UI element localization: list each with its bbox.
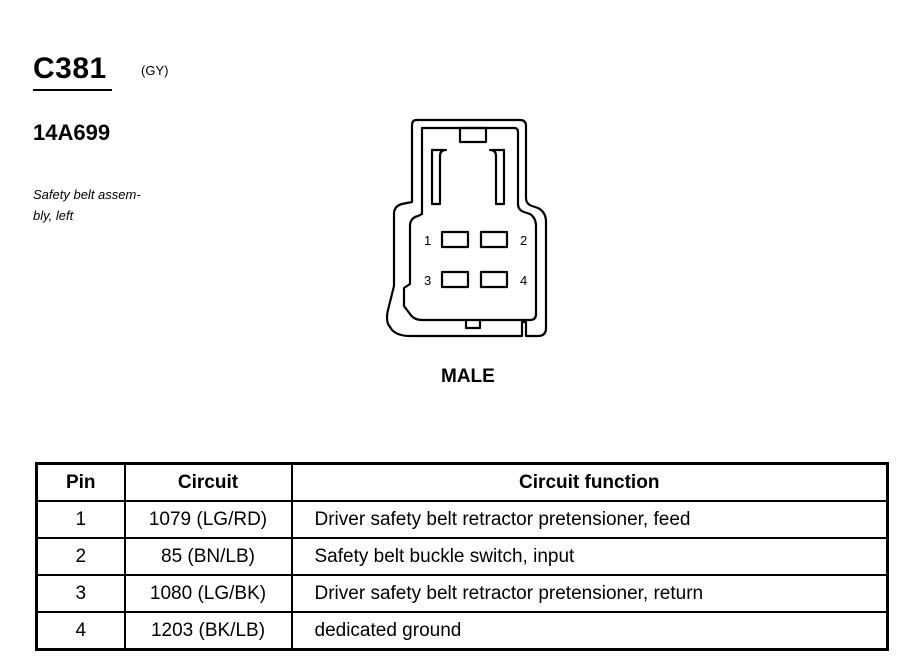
header-pin: Pin [35, 462, 126, 502]
connector-id: C381 [33, 52, 107, 85]
connector-latch-slot-right [488, 148, 506, 206]
pin-label-3: 3 [424, 273, 431, 288]
cell-pin: 2 [35, 537, 126, 576]
pinout-table: Pin Circuit Circuit function 1 1079 (LG/… [35, 462, 889, 651]
table-row: 3 1080 (LG/BK) Driver safety belt retrac… [35, 574, 889, 613]
connector-latch-slot-left [430, 148, 448, 206]
connector-description: Safety belt assem- bly, left [33, 184, 183, 226]
table-row: 2 85 (BN/LB) Safety belt buckle switch, … [35, 537, 889, 576]
connector-id-underline [33, 89, 112, 91]
cell-function: dedicated ground [290, 611, 889, 651]
connector-color: (GY) [141, 63, 169, 78]
pin-label-1: 1 [424, 233, 431, 248]
connector-gender: MALE [441, 366, 495, 387]
cell-circuit: 1203 (BK/LB) [123, 611, 293, 651]
description-line: bly, left [33, 208, 74, 223]
connector-outer-housing [385, 118, 548, 338]
pin-label-4: 4 [520, 273, 527, 288]
connector-inner-housing [402, 126, 538, 322]
connector-keyway [464, 320, 482, 330]
cell-function: Driver safety belt retractor pretensione… [290, 500, 889, 539]
table-row: 4 1203 (BK/LB) dedicated ground [35, 611, 889, 651]
table-header-row: Pin Circuit Circuit function [35, 462, 889, 502]
cell-pin: 4 [35, 611, 126, 651]
description-line: Safety belt assem- [33, 187, 141, 202]
table-row: 1 1079 (LG/RD) Driver safety belt retrac… [35, 500, 889, 539]
pin-cavity-3 [440, 270, 470, 289]
cell-circuit: 85 (BN/LB) [123, 537, 293, 576]
cell-circuit: 1079 (LG/RD) [123, 500, 293, 539]
part-number: 14A699 [33, 120, 111, 145]
connector-face-diagram: 1 2 3 4 [385, 118, 548, 338]
cell-function: Safety belt buckle switch, input [290, 537, 889, 576]
cell-circuit: 1080 (LG/BK) [123, 574, 293, 613]
pin-label-2: 2 [520, 233, 527, 248]
header-circuit: Circuit [123, 462, 293, 502]
cell-pin: 1 [35, 500, 126, 539]
pin-cavity-2 [479, 230, 509, 249]
cell-function: Driver safety belt retractor pretensione… [290, 574, 889, 613]
pin-cavity-4 [479, 270, 509, 289]
cell-pin: 3 [35, 574, 126, 613]
connector-latch [458, 126, 488, 144]
pin-cavity-1 [440, 230, 470, 249]
header-circuit-function: Circuit function [290, 462, 889, 502]
